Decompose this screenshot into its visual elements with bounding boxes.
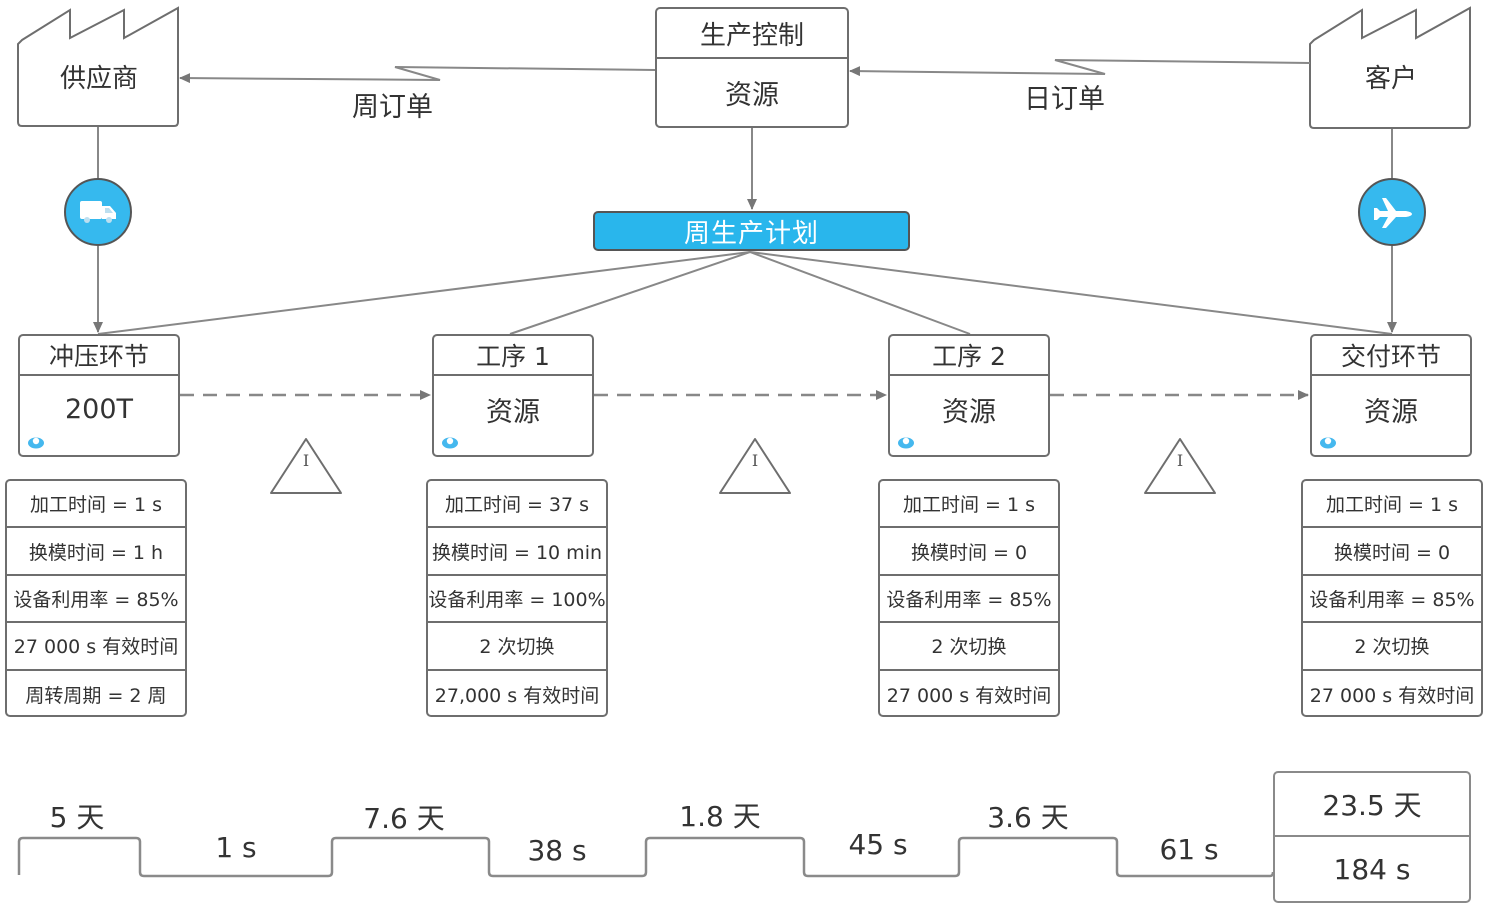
data-box-step-2: 加工时间 = 1 s 换模时间 = 0 设备利用率 = 85% 2 次切换 27…: [878, 479, 1060, 717]
inventory-symbol: I: [752, 451, 758, 470]
process-title: 交付环节: [1312, 336, 1470, 376]
inventory-triangle-1: I: [270, 438, 342, 494]
data-row-turnover: 周转周期 = 2 周: [25, 684, 167, 707]
process-resource: 资源: [942, 397, 996, 428]
process-resource: 资源: [486, 397, 540, 428]
process-box-stamping[interactable]: 冲压环节 200T: [18, 334, 180, 457]
daily-order-label: 日订单: [1024, 84, 1105, 115]
data-row-cycle-time: 加工时间 = 37 s: [428, 481, 606, 529]
data-row-changeover: 换模时间 = 0: [880, 528, 1058, 576]
data-row-cycle-time: 加工时间 = 1 s: [7, 481, 185, 529]
data-row-shifts: 2 次切换: [428, 623, 606, 671]
inventory-triangle-3: I: [1144, 438, 1216, 494]
timeline-wait-1: 5 天: [49, 801, 105, 834]
operator-icon: [898, 437, 914, 449]
data-box-delivery: 加工时间 = 1 s 换模时间 = 0 设备利用率 = 85% 2 次切换 27…: [1301, 479, 1483, 717]
timeline-process-3: 45 s: [848, 828, 908, 861]
customer-label: 客户: [1364, 64, 1417, 94]
data-box-step-1: 加工时间 = 37 s 换模时间 = 10 min 设备利用率 = 100% 2…: [426, 479, 608, 717]
process-resource: 资源: [1364, 397, 1418, 428]
timeline-process-2: 38 s: [527, 834, 587, 867]
airplane-icon: [1358, 178, 1426, 246]
supplier-label: 供应商: [59, 64, 138, 94]
process-box-delivery[interactable]: 交付环节 资源: [1310, 334, 1472, 457]
operator-icon: [442, 437, 458, 449]
process-box-step-2[interactable]: 工序 2 资源: [888, 334, 1050, 457]
data-row-shifts: 2 次切换: [880, 623, 1058, 671]
data-box-stamping: 加工时间 = 1 s 换模时间 = 1 h 设备利用率 = 85% 27 000…: [5, 479, 187, 717]
data-row-changeover: 换模时间 = 10 min: [428, 528, 606, 576]
data-row-available-time: 27 000 s 有效时间: [7, 623, 185, 671]
timeline-process-4: 61 s: [1159, 833, 1219, 866]
data-row-uptime: 设备利用率 = 85%: [880, 576, 1058, 624]
timeline-process-1: 1 s: [215, 831, 257, 864]
process-title: 冲压环节: [20, 336, 178, 376]
inventory-symbol: I: [1177, 451, 1183, 470]
timeline-wait-3: 1.8 天: [679, 800, 761, 833]
production-control-title: 生产控制: [657, 9, 847, 59]
data-row-changeover: 换模时间 = 1 h: [7, 528, 185, 576]
weekly-order-flow: [179, 66, 656, 84]
data-row-uptime: 设备利用率 = 85%: [1303, 576, 1481, 624]
data-row-cycle-time: 加工时间 = 1 s: [880, 481, 1058, 529]
data-row-available-time: 27 000 s 有效时间: [1309, 684, 1475, 707]
daily-order-flow: [849, 59, 1311, 77]
customer-factory-shape: [1309, 6, 1471, 129]
process-title: 工序 2: [890, 336, 1048, 376]
inventory-triangle-2: I: [719, 438, 791, 494]
data-row-uptime: 设备利用率 = 100%: [428, 576, 606, 624]
process-resource: 200T: [64, 394, 134, 425]
timeline-wait-2: 7.6 天: [363, 802, 445, 835]
inventory-symbol: I: [303, 451, 309, 470]
data-row-cycle-time: 加工时间 = 1 s: [1303, 481, 1481, 529]
timeline-wait-4: 3.6 天: [987, 801, 1069, 834]
operator-icon: [1320, 437, 1336, 449]
operator-icon: [28, 437, 44, 449]
data-row-available-time: 27 000 s 有效时间: [886, 684, 1052, 707]
production-control-body: 资源: [725, 80, 779, 111]
plan-distribution-lines: [97, 251, 1393, 335]
timeline-ladder: [17, 836, 1275, 878]
total-process-time: 184 s: [1333, 852, 1411, 886]
weekly-plan-box[interactable]: 周生产计划: [593, 211, 910, 251]
weekly-order-label: 周订单: [352, 92, 433, 123]
production-control-box[interactable]: 生产控制 资源: [655, 7, 849, 128]
data-row-uptime: 设备利用率 = 85%: [7, 576, 185, 624]
process-box-step-1[interactable]: 工序 1 资源: [432, 334, 594, 457]
timeline-totals-box: 23.5 天 184 s: [1273, 771, 1471, 903]
data-row-shifts: 2 次切换: [1303, 623, 1481, 671]
data-row-available-time: 27,000 s 有效时间: [434, 684, 600, 707]
process-title: 工序 1: [434, 336, 592, 376]
truck-icon: [64, 178, 132, 246]
data-row-changeover: 换模时间 = 0: [1303, 528, 1481, 576]
total-lead-time: 23.5 天: [1275, 773, 1469, 837]
supplier-factory-shape: [17, 6, 179, 127]
